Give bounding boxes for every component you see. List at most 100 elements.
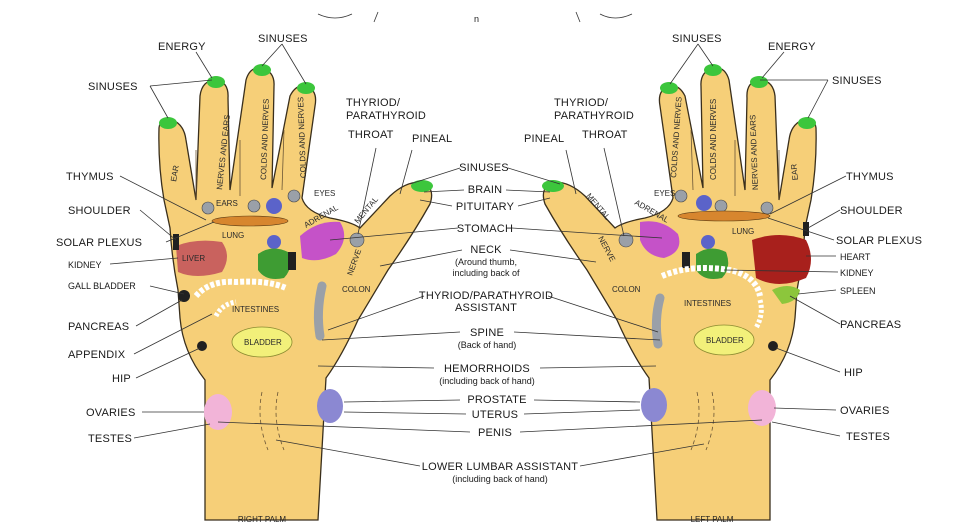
l-lung-label: LUNG — [732, 227, 754, 236]
left-uterus-spot — [641, 388, 667, 422]
l-spleen-label: SPLEEN — [840, 286, 876, 296]
l-sinuses-top-label: SINUSES — [672, 33, 722, 45]
c-neck-note-2: including back of — [452, 268, 520, 278]
c-stomach-label: STOMACH — [457, 223, 513, 235]
c-neck-note-1: (Around thumb, — [455, 257, 517, 267]
l-throat-label: THROAT — [582, 129, 628, 141]
c-thyroid-label-1: THYRIOD/PARATHYROID — [419, 290, 553, 302]
l-sinuses-right-label: SINUSES — [832, 75, 882, 87]
lead-r-pancreas — [136, 300, 182, 326]
c-spine-label: SPINE — [470, 327, 504, 339]
r-thymus-label: THYMUS — [66, 171, 114, 183]
l-hip-label: HIP — [844, 367, 863, 379]
r-bladder-label: BLADDER — [244, 338, 282, 347]
right-finger-base-2 — [248, 200, 260, 212]
left-heart — [752, 235, 811, 284]
left-finger-base-1 — [761, 202, 773, 214]
right-gall-bladder-mark — [178, 290, 190, 302]
lead-r-testes — [134, 424, 210, 438]
lead-l-energy — [762, 52, 784, 78]
c-lower-lumbar-label: LOWER LUMBAR ASSISTANT — [422, 461, 578, 473]
right-kidney — [258, 248, 290, 279]
c-brain-label: BRAIN — [468, 184, 503, 196]
left-palm-caption: LEFT PALM — [691, 515, 734, 524]
top-fragment-paren-left — [374, 12, 378, 22]
top-fragment-text: n — [474, 14, 479, 24]
top-fragment-curve-right — [600, 14, 632, 18]
l-pineal-label: PINEAL — [524, 133, 564, 145]
c-prostate-label: PROSTATE — [467, 394, 526, 406]
right-adrenal-dot — [267, 235, 281, 249]
lead-l-hip — [776, 348, 840, 372]
lead-r-kidney — [110, 258, 178, 264]
r-shoulder-label: SHOULDER — [68, 205, 131, 217]
r-pancreas-label: PANCREAS — [68, 321, 129, 333]
r-colon-label: COLON — [342, 285, 371, 294]
left-adrenal-dot — [701, 235, 715, 249]
lead-l-pancreas — [790, 296, 840, 324]
lead-l-ovaries — [774, 408, 836, 410]
c-spine-note: (Back of hand) — [458, 340, 517, 350]
right-eyes-spot — [266, 198, 282, 214]
right-kidney-dark — [288, 252, 296, 270]
l-testes-label: TESTES — [846, 431, 890, 443]
right-fingertip-thumb — [411, 180, 433, 192]
r-lung-label: LUNG — [222, 231, 244, 240]
l-pancreas-label: PANCREAS — [840, 319, 901, 331]
right-throat-spot — [350, 233, 364, 247]
right-finger-base-1 — [202, 202, 214, 214]
l-heart-label: HEART — [840, 252, 871, 262]
right-uterus-spot — [317, 389, 343, 423]
top-fragment: n — [318, 12, 632, 24]
c-pituitary-label: PITUITARY — [456, 201, 515, 213]
l-energy-label: ENERGY — [768, 41, 816, 53]
right-palm-caption: RIGHT PALM — [238, 515, 286, 524]
r-ears-label: EARS — [216, 199, 238, 208]
left-finger-base-3 — [675, 190, 687, 202]
top-fragment-paren-right — [576, 12, 580, 22]
r-solar-plexus-label: SOLAR PLEXUS — [56, 237, 142, 249]
left-fingertip-ring — [750, 76, 768, 88]
c-thyroid-label-2: ASSISTANT — [455, 302, 517, 314]
lead-r-energy — [196, 52, 212, 78]
l-thymus-label: THYMUS — [846, 171, 894, 183]
left-finger-base-2 — [715, 200, 727, 212]
c-lower-lumbar-note: (including back of hand) — [452, 474, 548, 484]
c-sinuses-label: SINUSES — [459, 162, 509, 174]
r-thyroid-label-2: PARATHYROID — [346, 110, 426, 122]
l-ear-label: EAR — [789, 163, 800, 181]
r-liver-label: LIVER — [182, 254, 205, 263]
r-intestines-label: INTESTINES — [232, 305, 279, 314]
r-ovaries-label: OVARIES — [86, 407, 136, 419]
right-hip-mark — [197, 341, 207, 351]
left-spine-bar — [656, 298, 660, 344]
r-thyroid-label-1: THYRIOD/ — [346, 97, 401, 109]
left-eyes-spot — [696, 195, 712, 211]
l-colds-nerves-label: COLDS AND NERVES — [709, 99, 718, 180]
lead-l-shoulder — [808, 210, 840, 228]
left-fingertip-little — [798, 117, 816, 129]
lead-l-spleen — [798, 290, 836, 294]
c-hemorrhoids-label: HEMORRHOIDS — [444, 363, 530, 375]
left-lung — [678, 211, 770, 221]
l-thyroid-label-2: PARATHYROID — [554, 110, 634, 122]
c-penis-label: PENIS — [478, 427, 512, 439]
c-hemorrhoids-note: (including back of hand) — [439, 376, 535, 386]
right-lung — [212, 216, 288, 226]
r-gall-bladder-label: GALL BLADDER — [68, 281, 136, 291]
l-eyes-label: EYES — [654, 189, 675, 198]
r-sinuses-top-label: SINUSES — [258, 33, 308, 45]
r-throat-label: THROAT — [348, 129, 394, 141]
l-colon-label: COLON — [612, 285, 641, 294]
r-eyes-label: EYES — [314, 189, 335, 198]
l-kidney-label: KIDNEY — [840, 268, 874, 278]
c-uterus-label: UTERUS — [472, 409, 518, 421]
r-testes-label: TESTES — [88, 433, 132, 445]
lead-r-hip — [136, 348, 200, 378]
r-kidney-label: KIDNEY — [68, 260, 102, 270]
l-ovaries-label: OVARIES — [840, 405, 890, 417]
r-sinuses-left-label: SINUSES — [88, 81, 138, 93]
r-pineal-label: PINEAL — [412, 133, 452, 145]
top-fragment-curve-left — [318, 14, 352, 18]
right-fingertip-little — [159, 117, 177, 129]
